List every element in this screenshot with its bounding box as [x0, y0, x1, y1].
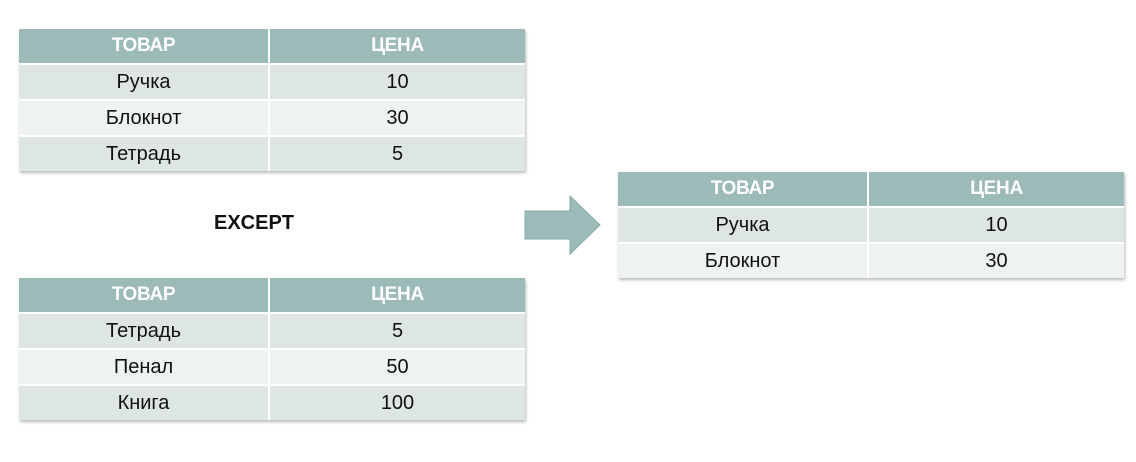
column-header-price: ЦЕНА	[868, 172, 1124, 208]
result-table: ТОВАР ЦЕНА Ручка 10 Блокнот 30	[618, 172, 1124, 278]
cell-price: 5	[269, 136, 525, 171]
table-row: Блокнот 30	[19, 100, 525, 137]
cell-product: Тетрадь	[19, 136, 270, 171]
cell-product: Блокнот	[19, 100, 270, 137]
table-row: Книга 100	[19, 385, 525, 420]
cell-price: 30	[269, 100, 525, 137]
cell-price: 30	[868, 243, 1124, 278]
table-row: Тетрадь 5	[19, 136, 525, 171]
table-row: Тетрадь 5	[19, 313, 525, 350]
cell-product: Книга	[19, 385, 270, 420]
cell-price: 100	[269, 385, 525, 420]
column-header-product: ТОВАР	[19, 278, 270, 314]
cell-product: Тетрадь	[19, 313, 270, 350]
cell-price: 10	[868, 207, 1124, 244]
right-arrow-icon	[524, 194, 601, 256]
table-row: Блокнот 30	[618, 243, 1124, 278]
cell-product: Пенал	[19, 349, 270, 386]
table-header-row: ТОВАР ЦЕНА	[19, 278, 525, 314]
cell-price: 5	[269, 313, 525, 350]
source-table-a: ТОВАР ЦЕНА Ручка 10 Блокнот 30 Тетрадь 5	[19, 29, 525, 171]
table-row: Ручка 10	[618, 207, 1124, 244]
cell-price: 50	[269, 349, 525, 386]
column-header-price: ЦЕНА	[269, 278, 525, 314]
table-header-row: ТОВАР ЦЕНА	[618, 172, 1124, 208]
column-header-product: ТОВАР	[618, 172, 869, 208]
table-row: Пенал 50	[19, 349, 525, 386]
cell-product: Блокнот	[618, 243, 869, 278]
cell-product: Ручка	[618, 207, 869, 244]
operation-label: EXCEPT	[213, 212, 295, 234]
table-header-row: ТОВАР ЦЕНА	[19, 29, 525, 65]
cell-product: Ручка	[19, 64, 270, 101]
table-row: Ручка 10	[19, 64, 525, 101]
column-header-price: ЦЕНА	[269, 29, 525, 65]
cell-price: 10	[269, 64, 525, 101]
column-header-product: ТОВАР	[19, 29, 270, 65]
source-table-b: ТОВАР ЦЕНА Тетрадь 5 Пенал 50 Книга 100	[19, 278, 525, 420]
